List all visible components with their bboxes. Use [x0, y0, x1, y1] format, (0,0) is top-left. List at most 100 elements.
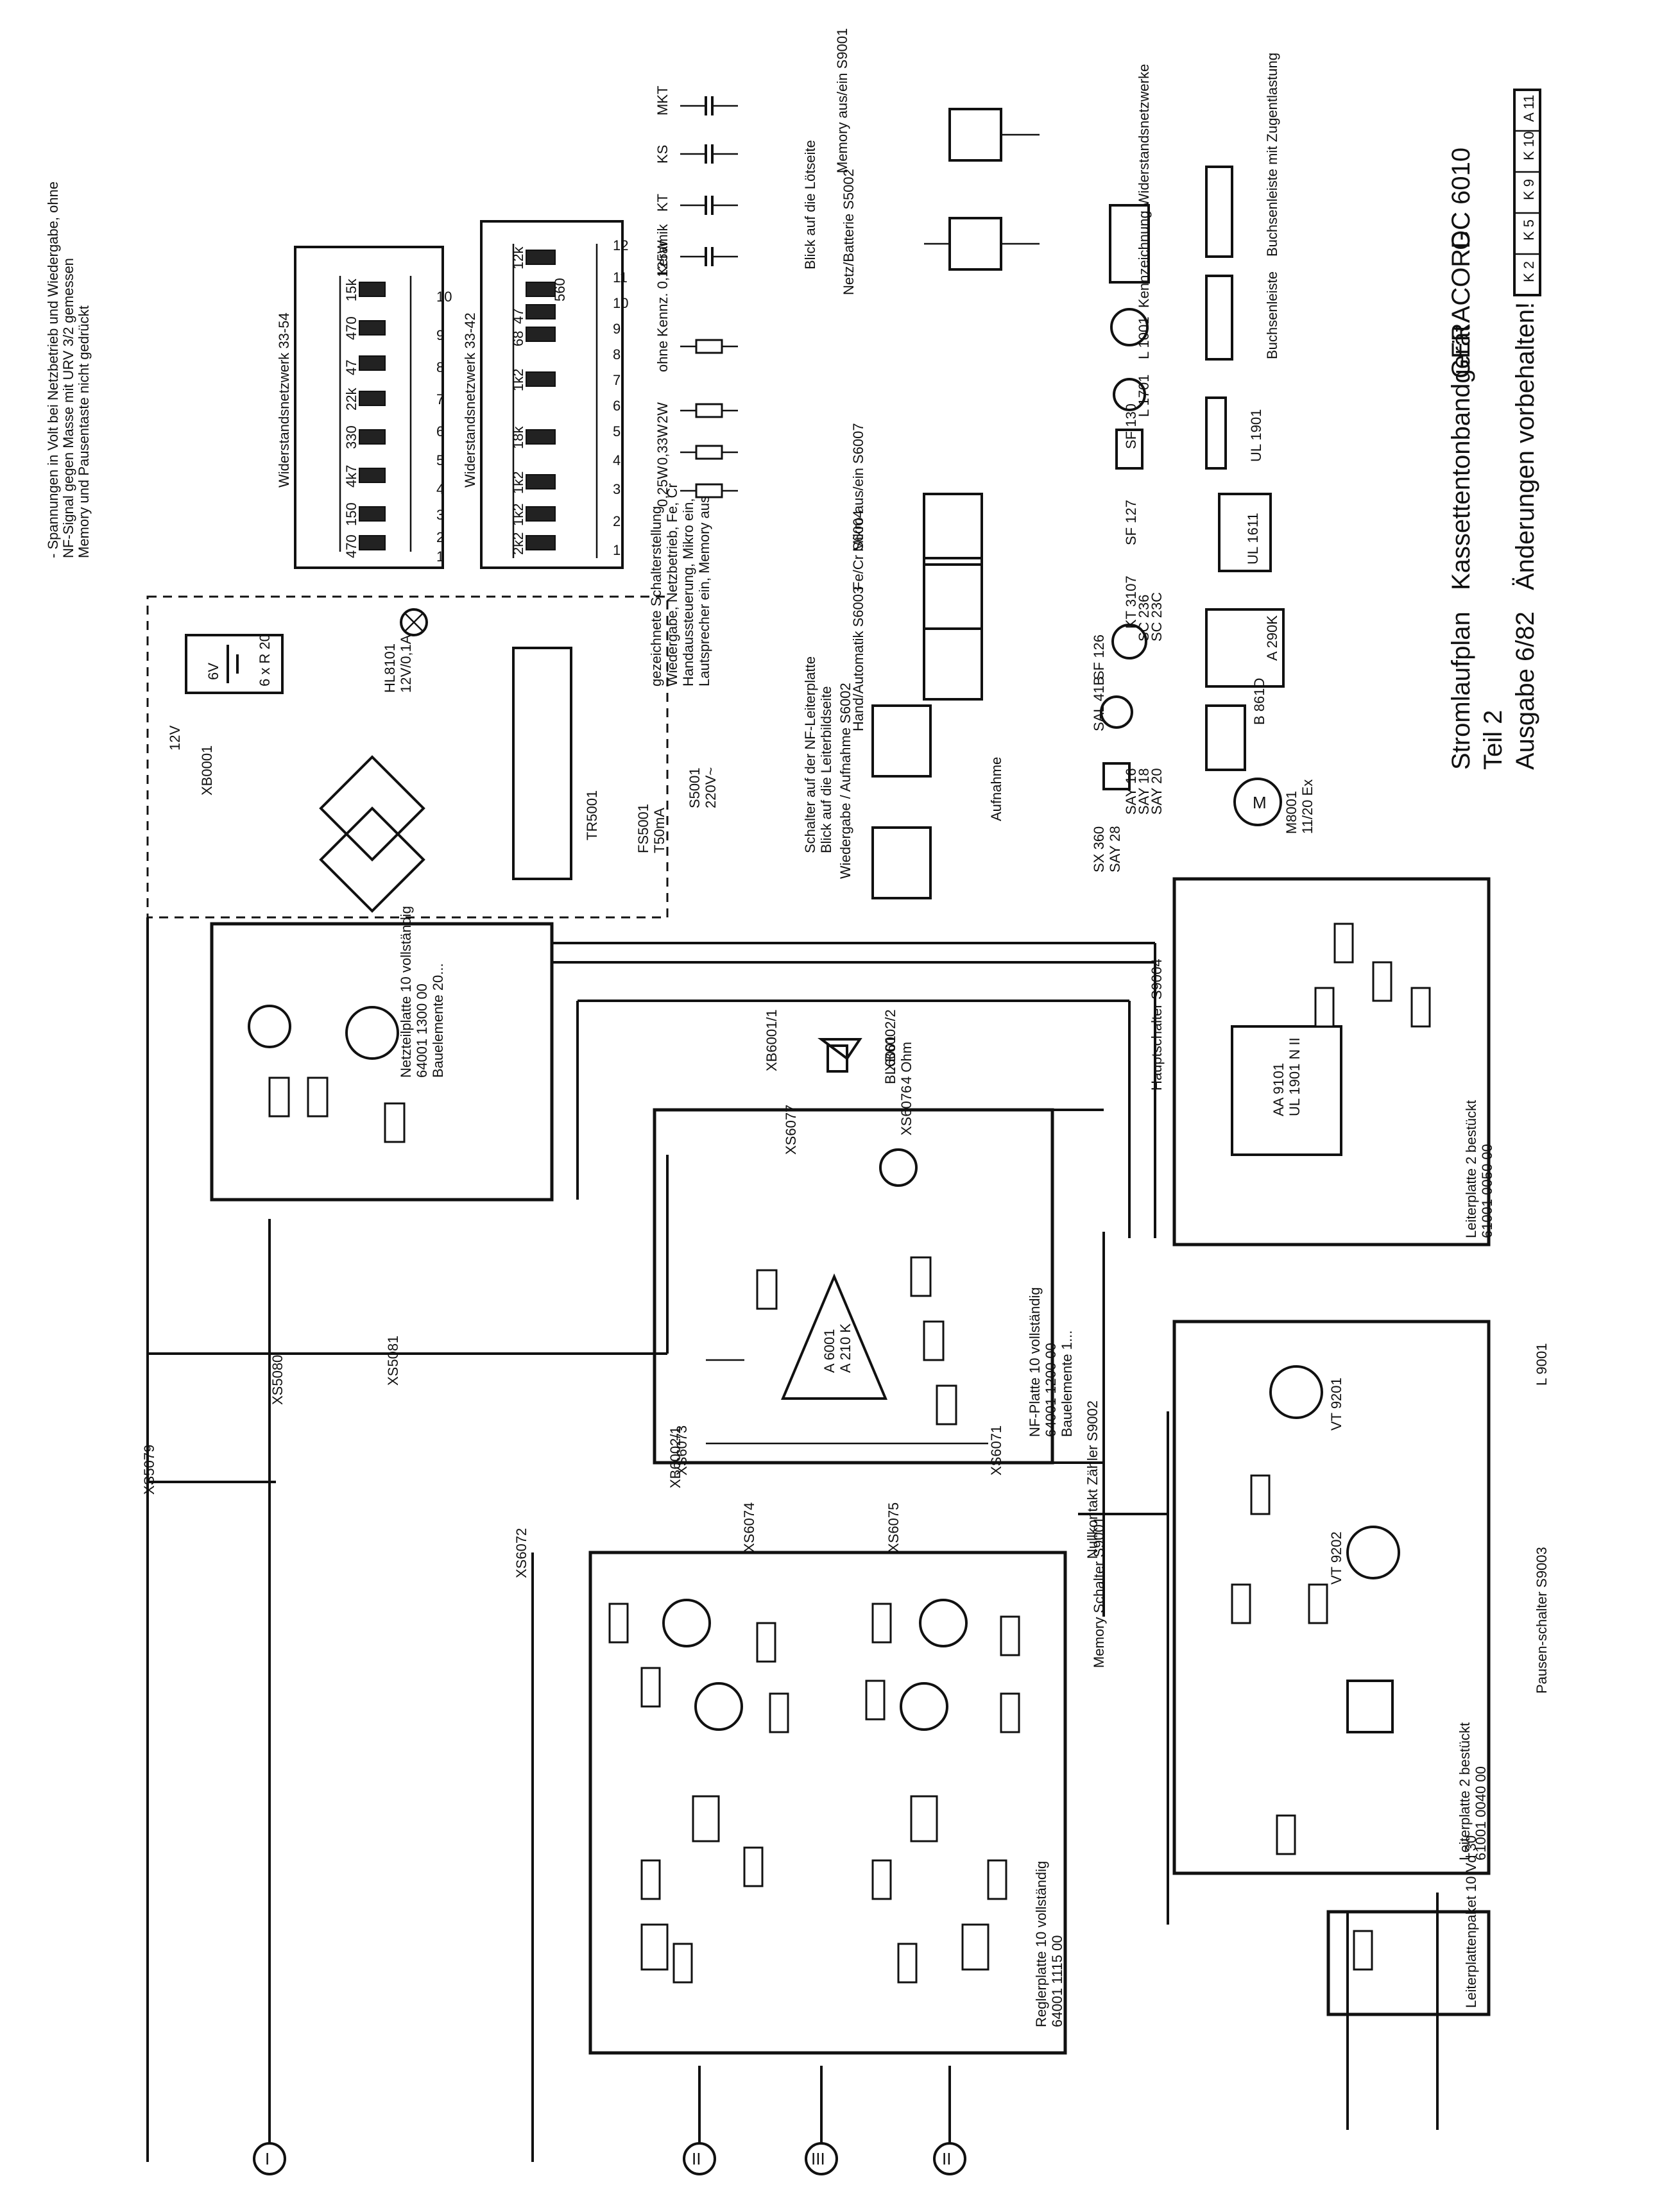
svg-text:Leiterplattenpaket 10 Vd 30: Leiterplattenpaket 10 Vd 30	[1463, 1835, 1479, 2008]
title-block: Stromlaufplan Kassettentonbandgerät GERA…	[1447, 148, 1539, 770]
component-legend: MKT KS KT Keramik ohne Kennz. 0,125W 2W …	[655, 86, 738, 507]
svg-text:XS5081: XS5081	[385, 1336, 401, 1386]
terminal-markers: I II III II	[253, 2066, 966, 2175]
svg-text:9: 9	[613, 321, 621, 337]
svg-text:61001 0050 00: 61001 0050 00	[1479, 1144, 1495, 1238]
svg-text:T50mA: T50mA	[651, 808, 667, 853]
lamp-type: 12V/0,1A	[398, 634, 414, 693]
device-name: Kassettentonbandgerät	[1447, 325, 1475, 590]
svg-text:SAY 18: SAY 18	[1136, 768, 1152, 815]
svg-text:SF 127: SF 127	[1123, 500, 1139, 545]
svg-text:64001 1115 00: 64001 1115 00	[1049, 1935, 1065, 2027]
svg-text:M8001: M8001	[1283, 791, 1299, 834]
change-note: Änderungen vorbehalten!	[1511, 302, 1539, 590]
svg-text:VT 9201: VT 9201	[1328, 1377, 1344, 1431]
svg-text:Netz/Batterie S5002: Netz/Batterie S5002	[841, 169, 857, 295]
svg-text:4: 4	[613, 452, 621, 468]
svg-text:XS6077: XS6077	[783, 1105, 799, 1155]
resistor-symbols: ohne Kennz. 0,125W 2W 0,33W 0,25W	[655, 240, 738, 507]
nf-amplifier-board: NF-Platte 10 vollständig 64001 1200 00 B…	[653, 1035, 1075, 1465]
svg-text:220V~: 220V~	[703, 767, 719, 808]
svg-text:1k2: 1k2	[510, 504, 526, 526]
svg-text:AA 9101: AA 9101	[1271, 1063, 1287, 1116]
svg-text:470: 470	[343, 534, 359, 558]
lamp-label: HL8101	[382, 643, 398, 693]
svg-text:470: 470	[343, 316, 359, 340]
svg-text:Memory aus/ein S9001: Memory aus/ein S9001	[834, 28, 850, 173]
svg-text:12k: 12k	[510, 246, 526, 269]
svg-text:II: II	[692, 2149, 701, 2168]
svg-text:8: 8	[436, 359, 444, 375]
svg-text:K 5: K 5	[1521, 219, 1537, 241]
svg-text:SF 126: SF 126	[1091, 634, 1107, 680]
svg-text:SC 236: SC 236	[1136, 595, 1152, 642]
battery-cells: 6 x R 20	[257, 634, 273, 686]
svg-text:Handaussteuerung, Mikro ein,: Handaussteuerung, Mikro ein,	[680, 498, 696, 687]
svg-text:Mikro aus/ein S6007: Mikro aus/ein S6007	[850, 423, 866, 552]
terminal-2a	[683, 2142, 716, 2175]
svg-text:2: 2	[436, 529, 444, 545]
svg-text:Nullkontakt Zähler S9002: Nullkontakt Zähler S9002	[1084, 1400, 1101, 1559]
svg-text:K 9: K 9	[1521, 179, 1537, 200]
resistor-network-33-54: Widerstandsnetzwerk 33-54 15k 470 47 22k…	[276, 246, 452, 569]
svg-text:Buchsenleiste: Buchsenleiste	[1264, 271, 1280, 359]
svg-text:A 210 K: A 210 K	[837, 1323, 853, 1373]
svg-text:UL 1901: UL 1901	[1248, 409, 1264, 462]
svg-text:XB0001: XB0001	[199, 745, 215, 795]
svg-text:UL 1611: UL 1611	[1245, 513, 1261, 565]
svg-text:2k2: 2k2	[510, 532, 526, 555]
svg-text:18k: 18k	[510, 426, 526, 449]
doc-type: Stromlaufplan	[1447, 611, 1475, 770]
svg-text:61001 0040 00: 61001 0040 00	[1473, 1766, 1489, 1860]
svg-text:15k: 15k	[343, 278, 359, 302]
svg-text:0,25W: 0,25W	[655, 466, 671, 507]
svg-text:1: 1	[613, 542, 621, 558]
svg-text:BL6001: BL6001	[882, 1035, 898, 1084]
svg-text:64001 1300 00: 64001 1300 00	[414, 983, 430, 1078]
svg-text:Leiterplatte 2 bestückt: Leiterplatte 2 bestückt	[1463, 1100, 1479, 1238]
svg-text:I: I	[265, 2149, 270, 2168]
svg-text:XS6076: XS6076	[898, 1085, 914, 1136]
svg-text:SAY 20: SAY 20	[1149, 768, 1165, 815]
terminal-3	[805, 2142, 838, 2175]
svg-text:10: 10	[613, 295, 628, 311]
svg-text:Reglerplatte 10 vollständig: Reglerplatte 10 vollständig	[1033, 1861, 1049, 2027]
note-line-2: NF-Signal gegen Masse mit URV 3/2 gemess…	[60, 258, 76, 558]
svg-text:XS5080: XS5080	[270, 1355, 286, 1405]
resnet-left-title: Widerstandsnetzwerk 33-54	[276, 312, 292, 488]
svg-text:XS6071: XS6071	[988, 1425, 1004, 1476]
svg-text:6: 6	[613, 398, 621, 414]
svg-text:K 10: K 10	[1521, 132, 1537, 160]
svg-text:SAY 28: SAY 28	[1107, 826, 1123, 872]
note-line-3: Memory und Pausentaste nicht gedrückt	[76, 305, 92, 558]
svg-text:2: 2	[613, 513, 621, 529]
svg-text:XS5079: XS5079	[141, 1445, 157, 1495]
svg-text:SX 360: SX 360	[1091, 826, 1107, 872]
svg-text:560: 560	[552, 278, 568, 302]
svg-text:Blick auf die Leiterbildseite: Blick auf die Leiterbildseite	[818, 686, 834, 853]
svg-text:XS6072: XS6072	[513, 1528, 529, 1578]
svg-text:XB6002/1: XB6002/1	[667, 1426, 683, 1488]
svg-text:5: 5	[436, 452, 444, 468]
svg-text:VT 9202: VT 9202	[1328, 1531, 1344, 1585]
svg-text:B 861D: B 861D	[1251, 678, 1267, 725]
svg-text:FS5001: FS5001	[635, 804, 651, 853]
brand: GERACORD	[1447, 230, 1475, 379]
svg-text:Netzteilplatte 10 vollständig: Netzteilplatte 10 vollständig	[398, 906, 414, 1078]
svg-text:M: M	[1253, 793, 1267, 812]
svg-text:1k2: 1k2	[510, 472, 526, 494]
svg-text:22k: 22k	[343, 387, 359, 411]
connector-labels: XS6071 XS6072 XS6073 XS6074 XS6075 XS607…	[141, 1009, 1004, 1578]
counter-board: Leiterplattenpaket 10 Vd 30	[1326, 1835, 1491, 2016]
svg-text:KT: KT	[655, 194, 671, 212]
svg-text:Bauelemente 1...: Bauelemente 1...	[1059, 1331, 1075, 1437]
svg-text:A 11: A 11	[1521, 95, 1537, 122]
svg-text:KS: KS	[655, 145, 671, 164]
edition: Ausgabe 6/82	[1511, 611, 1539, 770]
svg-text:SAY 16: SAY 16	[1123, 768, 1139, 815]
svg-text:4: 4	[436, 481, 444, 497]
svg-text:1k2: 1k2	[510, 369, 526, 391]
resnet-right-title: Widerstandsnetzwerk 33-42	[462, 312, 478, 488]
note-line-1: - Spannungen in Volt bei Netzbetrieb und…	[45, 182, 61, 558]
